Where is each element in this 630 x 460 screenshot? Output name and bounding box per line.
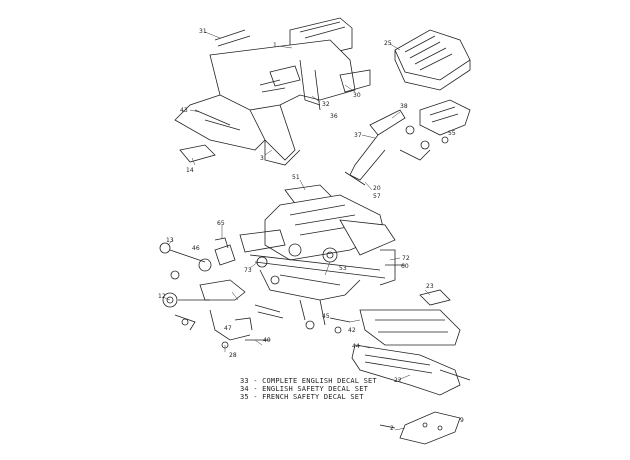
callout-45: 45 <box>322 313 330 320</box>
callout-47: 47 <box>224 325 232 332</box>
callout-37: 37 <box>354 132 362 139</box>
callout-labels: 31 1 25 30 32 36 43 3 14 38 37 20 57 51 … <box>158 28 464 432</box>
callout-2: 2 <box>390 425 394 432</box>
mounting-plate <box>379 411 461 445</box>
callout-42: 42 <box>348 327 356 334</box>
axle-and-lift-assembly <box>329 289 461 346</box>
callout-1: 1 <box>273 42 277 49</box>
callout-20: 20 <box>373 185 381 192</box>
drive-shaft <box>351 344 471 396</box>
legend-line-33: 33 - COMPLETE ENGLISH DECAL SET <box>240 377 377 385</box>
callout-46: 46 <box>192 245 200 252</box>
callout-65: 65 <box>217 220 225 227</box>
callout-43: 43 <box>180 107 188 114</box>
callout-23: 23 <box>426 283 434 290</box>
callout-44: 44 <box>352 343 360 350</box>
seat-and-body-assembly <box>174 17 371 166</box>
callout-25: 25 <box>384 40 392 47</box>
callout-72: 72 <box>402 255 410 262</box>
callout-14: 14 <box>186 167 194 174</box>
callout-12: 12 <box>158 293 166 300</box>
callout-57: 57 <box>373 193 381 200</box>
decal-legend: 33 - COMPLETE ENGLISH DECAL SET 34 - ENG… <box>240 377 377 401</box>
callout-55: 55 <box>448 130 456 137</box>
callout-38: 38 <box>400 103 408 110</box>
callout-40: 40 <box>263 337 271 344</box>
callout-13: 13 <box>166 237 174 244</box>
callout-73: 73 <box>244 267 252 274</box>
legend-line-35: 35 - FRENCH SAFETY DECAL SET <box>240 393 364 401</box>
left-hub-assembly <box>159 237 270 349</box>
callout-31: 31 <box>199 28 207 35</box>
callout-28: 28 <box>229 352 237 359</box>
callout-32: 32 <box>322 101 330 108</box>
callout-22: 22 <box>394 377 402 384</box>
callout-36: 36 <box>330 113 338 120</box>
callout-9: 9 <box>460 417 464 424</box>
callout-60: 60 <box>401 263 409 270</box>
callout-51: 51 <box>292 174 300 181</box>
legend-line-34: 34 - ENGLISH SAFETY DECAL SET <box>240 385 369 393</box>
callout-3: 3 <box>260 155 264 162</box>
pedal-linkage-assembly <box>344 99 471 186</box>
transmission-assembly <box>239 184 405 330</box>
callout-53: 53 <box>339 265 347 272</box>
callout-lead-lines <box>164 31 431 431</box>
callout-30: 30 <box>353 92 361 99</box>
seat-cushion <box>394 29 471 91</box>
